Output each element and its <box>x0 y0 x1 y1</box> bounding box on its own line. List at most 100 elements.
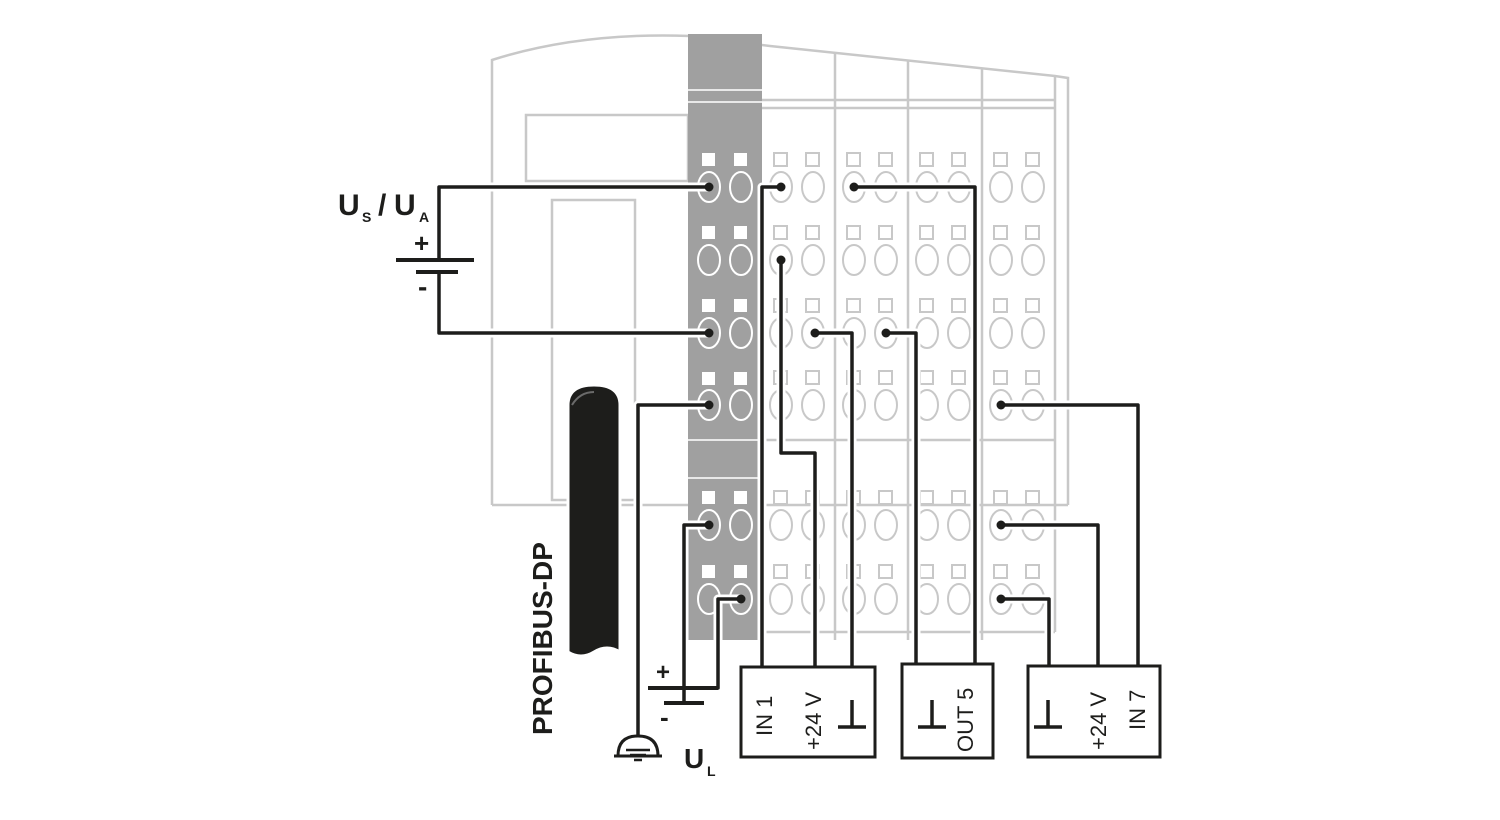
ground-symbol <box>918 700 946 729</box>
ground-symbol <box>838 700 866 729</box>
wire-connection-dot <box>849 182 859 192</box>
wire-us-plus-halo <box>434 182 709 260</box>
terminal-label: IN 1 <box>752 696 777 736</box>
wire-shield <box>636 403 709 736</box>
terminal-point <box>842 244 866 276</box>
terminal-point <box>947 389 971 421</box>
svg-text:L: L <box>707 763 716 779</box>
ul-minus: - <box>660 702 669 732</box>
ground-symbol <box>1034 700 1062 729</box>
terminal-point <box>874 583 898 615</box>
terminal-label: +24 V <box>1086 692 1111 750</box>
terminal-release <box>1025 225 1040 240</box>
terminal-release <box>1025 370 1040 385</box>
wire-connection-dot <box>704 328 714 338</box>
wire-in7-halo <box>1001 400 1143 666</box>
terminal-release <box>951 490 966 505</box>
wire-connection-dot <box>704 400 714 410</box>
terminal-release <box>919 298 934 313</box>
battery-icon <box>396 258 474 274</box>
terminal-release <box>919 225 934 240</box>
svg-text:U: U <box>394 189 416 222</box>
wire-out5 <box>854 185 977 664</box>
terminal-point <box>947 244 971 276</box>
terminal-point <box>1021 317 1045 349</box>
terminal-point <box>801 244 825 276</box>
terminal-release <box>878 490 893 505</box>
terminal-release <box>878 225 893 240</box>
terminal-release <box>951 298 966 313</box>
wire-connection-dot <box>704 520 714 530</box>
terminal-point <box>989 171 1013 203</box>
terminal-label: IN 7 <box>1125 690 1150 730</box>
terminal-release <box>805 298 820 313</box>
terminal-label: +24 V <box>801 692 826 750</box>
wire-connection-dot <box>776 182 786 192</box>
terminal-release <box>993 490 1008 505</box>
terminal-release <box>1025 298 1040 313</box>
ground-icon <box>614 734 662 762</box>
terminal-point <box>947 583 971 615</box>
device-in1: IN 1 +24 V <box>739 665 877 759</box>
terminal-release <box>773 564 788 579</box>
terminal-point <box>769 509 793 541</box>
wire-connection-dot <box>704 182 714 192</box>
terminal-release <box>846 152 861 167</box>
wire-in7 <box>1001 403 1140 666</box>
terminal-point <box>874 509 898 541</box>
terminal-release <box>951 152 966 167</box>
wire-connection-dot <box>996 400 1006 410</box>
svg-text:S: S <box>362 209 371 225</box>
wire-connection-dot <box>996 594 1006 604</box>
terminal-point <box>801 389 825 421</box>
wire-in1 <box>760 185 781 667</box>
terminal-release <box>951 225 966 240</box>
terminal-point <box>874 244 898 276</box>
terminal-point <box>989 317 1013 349</box>
terminal-release <box>805 152 820 167</box>
ul-label: + - U L <box>656 659 716 779</box>
bus-label: PROFIBUS-DP <box>527 542 558 735</box>
ul-plus: + <box>656 659 670 686</box>
terminal-point <box>1021 171 1045 203</box>
terminal-release <box>878 298 893 313</box>
terminal-point <box>989 244 1013 276</box>
terminal-release <box>1025 152 1040 167</box>
wire-connection-dot <box>881 328 891 338</box>
terminal-release <box>993 225 1008 240</box>
svg-text:U: U <box>338 189 360 222</box>
terminal-release <box>805 225 820 240</box>
terminal-release <box>951 564 966 579</box>
wiring <box>434 182 1143 736</box>
terminal-release <box>919 152 934 167</box>
svg-text:A: A <box>419 209 429 225</box>
terminal-release <box>878 152 893 167</box>
terminal-release <box>878 564 893 579</box>
wire-us-minus-halo <box>434 272 709 338</box>
terminal-release <box>1025 490 1040 505</box>
wire-in7-gnd <box>1001 597 1051 666</box>
wire-in1-24v <box>779 260 817 667</box>
supply-plus: + <box>414 228 429 258</box>
terminal-release <box>993 152 1008 167</box>
wire-connection-dot <box>810 328 820 338</box>
terminal-release <box>993 370 1008 385</box>
terminal-release <box>773 152 788 167</box>
svg-text:U: U <box>684 743 704 774</box>
terminal-release <box>993 298 1008 313</box>
terminal-release <box>846 298 861 313</box>
profibus-cable <box>566 383 622 658</box>
device-in7: +24 V IN 7 <box>1026 664 1162 759</box>
terminal-point <box>947 317 971 349</box>
terminal-point <box>915 244 939 276</box>
wire-in7-24v <box>1001 523 1100 666</box>
terminal-release <box>805 370 820 385</box>
terminal-release <box>951 370 966 385</box>
wire-connection-dot <box>736 594 746 604</box>
terminal-release <box>919 370 934 385</box>
wire-ul-minus <box>682 523 709 703</box>
bus-module-terminals <box>697 153 753 615</box>
terminal-release <box>773 225 788 240</box>
wire-in1-gnd <box>815 331 854 667</box>
terminal-point <box>947 509 971 541</box>
